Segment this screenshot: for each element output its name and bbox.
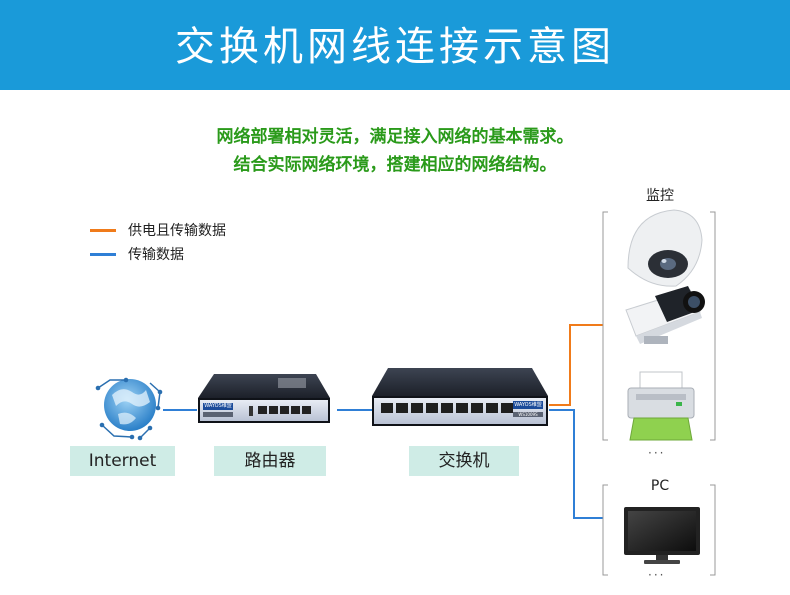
- monitor-more-dots: ···: [648, 446, 666, 460]
- pc-group-bracket-right: [710, 484, 716, 576]
- legend-swatch-poe: [90, 229, 116, 232]
- page-title: 交换机网线连接示意图: [175, 24, 615, 70]
- switch-brand-suffix: 维盟: [531, 402, 542, 408]
- router-brand-text: WAYOS维盟: [203, 403, 233, 410]
- title-bar: 交换机网线连接示意图: [0, 0, 790, 90]
- monitor-group-bracket-right: [710, 211, 716, 441]
- switch-brand-text: WAYOS维盟: [513, 401, 543, 409]
- legend-swatch-data: [90, 253, 116, 256]
- pc-monitor-icon: [624, 507, 700, 564]
- router-brand-name: WAYOS: [204, 403, 222, 409]
- legend-label-poe: 供电且传输数据: [128, 223, 226, 239]
- router-label: 路由器: [214, 446, 326, 476]
- printer-icon: [627, 371, 695, 441]
- router-device: [198, 374, 330, 423]
- subtitle-line-2: 结合实际网络环境，搭建相应的网络结构。: [233, 155, 557, 175]
- router-brand-suffix: 维盟: [221, 403, 232, 409]
- pc-group-bracket-left: [602, 484, 608, 576]
- link-switch-monitor: [549, 324, 603, 406]
- pc-group-title: PC: [650, 478, 670, 494]
- dome-camera-icon: [627, 209, 703, 287]
- pc-more-dots: ···: [648, 568, 666, 582]
- bullet-camera-icon: [625, 286, 705, 344]
- switch-label: 交换机: [409, 446, 519, 476]
- switch-model-text: WS1009S: [518, 412, 538, 417]
- link-switch-pc: [549, 409, 603, 519]
- switch-device: [372, 368, 548, 426]
- internet-globe-icon: [95, 377, 163, 441]
- legend-label-data: 传输数据: [128, 247, 184, 263]
- monitor-group-bracket-left: [602, 211, 608, 441]
- subtitle-line-1: 网络部署相对灵活，满足接入网络的基本需求。: [216, 127, 574, 147]
- switch-brand-name: WAYOS: [514, 402, 532, 408]
- monitor-group-title: 监控: [646, 188, 674, 204]
- internet-label: Internet: [70, 446, 175, 476]
